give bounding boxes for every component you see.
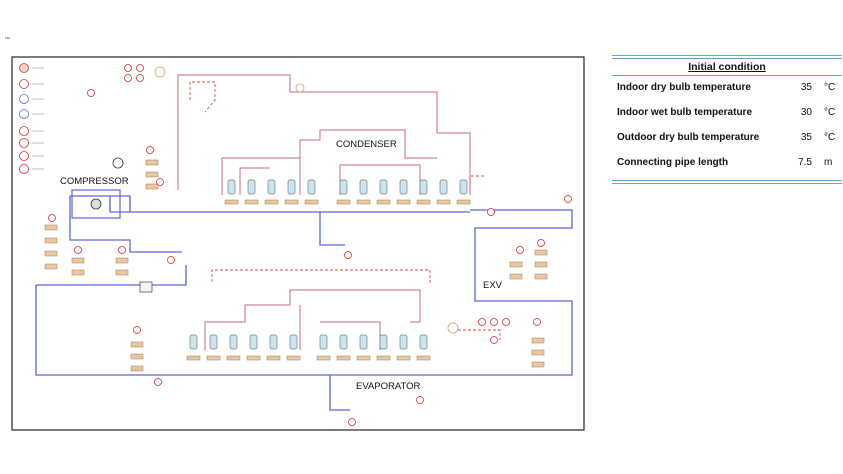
- compressor-label: COMPRESSOR: [60, 176, 129, 187]
- condition-row: Indoor dry bulb temperature 35 °C: [612, 76, 842, 101]
- legend-symbol: [19, 79, 29, 89]
- condition-unit: °C: [824, 132, 836, 143]
- condition-label: Indoor dry bulb temperature: [617, 82, 751, 93]
- condition-row: Connecting pipe length 7.5 m: [612, 151, 842, 176]
- refrigerant-cycle-diagram: COMPRESSOR CONDENSER EVAPORATOR EXV: [11, 56, 585, 431]
- legend-symbol: [19, 94, 29, 104]
- legend: [19, 63, 44, 174]
- corner-mark: ™: [4, 37, 10, 43]
- condition-unit: m: [824, 157, 833, 168]
- condition-value: 7.5: [798, 157, 812, 168]
- sensor-symbols: [48, 64, 572, 426]
- evaporator-coils: [186, 334, 431, 361]
- condition-label: Connecting pipe length: [617, 157, 729, 168]
- legend-symbol: [19, 151, 29, 161]
- condition-label: Outdoor dry bulb temperature: [617, 132, 760, 143]
- condition-unit: °C: [824, 82, 836, 93]
- diagram-frame: [11, 56, 585, 431]
- condition-row: Indoor wet bulb temperature 30 °C: [612, 101, 842, 126]
- legend-symbol: [19, 126, 29, 136]
- exv-label: EXV: [483, 280, 503, 291]
- condition-value: 30: [800, 107, 812, 118]
- condition-unit: °C: [824, 107, 836, 118]
- condition-row: Outdoor dry bulb temperature 35 °C: [612, 126, 842, 151]
- table-top-rule: [612, 55, 842, 59]
- condition-value: 35: [800, 132, 812, 143]
- legend-symbol: [19, 109, 29, 119]
- liquid-suction-lines: [35, 195, 573, 411]
- valve-stacks: [44, 159, 548, 372]
- legend-symbol: [19, 164, 29, 174]
- motor-icon: [112, 157, 124, 169]
- condition-label: Indoor wet bulb temperature: [617, 107, 753, 118]
- compressor-icon: [90, 198, 102, 210]
- condition-value: 35: [800, 82, 812, 93]
- initial-condition-panel: Initial condition Indoor dry bulb temper…: [612, 55, 842, 184]
- evaporator-label: EVAPORATOR: [356, 381, 421, 392]
- legend-symbol: [19, 63, 29, 73]
- table-header-rule: [612, 75, 842, 76]
- condenser-label: CONDENSER: [336, 139, 397, 150]
- legend-symbol: [19, 138, 29, 148]
- heat-exchanger-symbols: [154, 66, 459, 334]
- compressor-assembly: [71, 157, 124, 219]
- discharge-lines: [177, 74, 471, 350]
- condenser-coils: [224, 179, 471, 205]
- sensor-lines: [189, 81, 501, 340]
- initial-condition-title: Initial condition: [688, 61, 766, 73]
- accumulator: [139, 281, 153, 293]
- table-bottom-rule: [612, 180, 842, 184]
